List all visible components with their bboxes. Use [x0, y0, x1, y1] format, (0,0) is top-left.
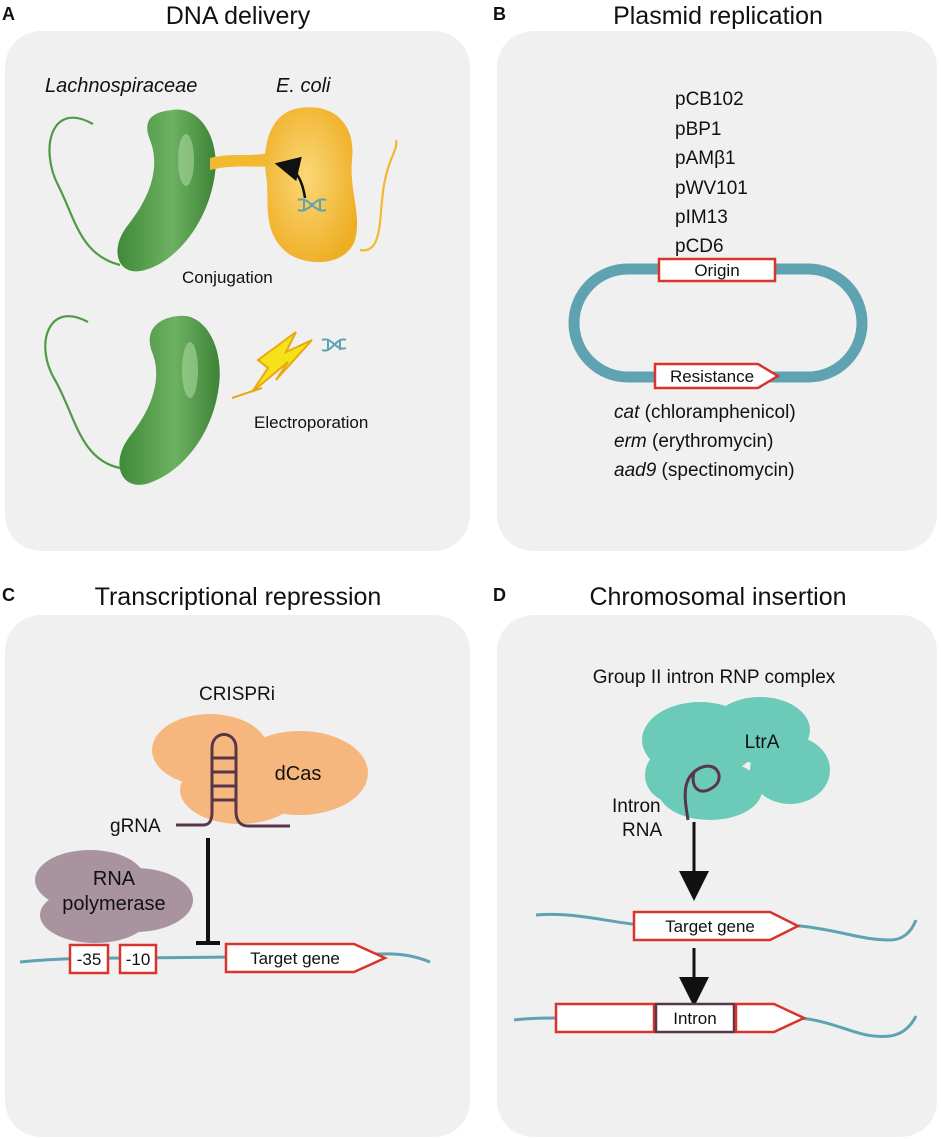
dcas-protein — [152, 714, 368, 824]
plasmid-name-5: pCD6 — [675, 236, 724, 257]
marker-line-0: cat (chloramphenicol) — [614, 402, 796, 423]
intron-rna-loop — [683, 764, 721, 821]
conjugation-label: Conjugation — [182, 268, 273, 287]
marker-gene-2: aad9 — [614, 460, 657, 481]
resistance-label: Resistance — [670, 367, 754, 386]
marker-antibiotic-0: (chloramphenicol) — [639, 402, 795, 423]
plasmid-name-1: pBP1 — [675, 119, 721, 140]
dna-helix-icon — [321, 338, 347, 352]
panel-b-diagram: pCB102 pBP1 pAMβ1 pWV101 pIM13 pCD6 Orig… — [568, 89, 868, 481]
target-gene-label: Target gene — [250, 949, 340, 968]
plasmid-name-0: pCB102 — [675, 89, 744, 110]
panel-a-background — [5, 31, 470, 551]
panel-a-diagram: Lachnospiraceae E. coli Conjugation — [44, 75, 398, 485]
lachnospiraceae-cell-top — [117, 109, 216, 272]
box-minus-35 — [68, 943, 110, 975]
panel-c-diagram: CRISPRi dCas gRNA RNA polymerase — [19, 684, 431, 975]
cell-highlight — [178, 134, 194, 186]
dna-strand-2 — [513, 1015, 918, 1039]
panel-b-background — [497, 31, 937, 551]
panel-c-letter: C — [2, 585, 15, 605]
cell-highlight — [182, 342, 198, 398]
dna-helix-icon — [297, 198, 327, 212]
box-minus-10-label: -10 — [126, 950, 151, 969]
panel-d-diagram: Group II intron RNP complex LtrA Intron … — [513, 667, 918, 1039]
marker-line-2: aad9 (spectinomycin) — [614, 460, 795, 481]
rnp-complex-label: Group II intron RNP complex — [593, 667, 836, 688]
panel-b-letter: B — [493, 4, 506, 24]
ltra-label: LtrA — [745, 732, 780, 753]
gene-right-fragment — [734, 1002, 807, 1034]
crispri-label: CRISPRi — [199, 684, 275, 705]
dna-strand-1 — [535, 912, 918, 942]
panel-a-letter: A — [2, 4, 15, 24]
rna-polymerase — [35, 850, 193, 943]
gene-left-fragment — [554, 1002, 656, 1034]
target-gene-box — [224, 942, 389, 974]
lachnospiraceae-label: Lachnospiraceae — [45, 75, 197, 97]
marker-antibiotic-2: (spectinomycin) — [656, 460, 794, 481]
polymerase-label-line1: RNA — [93, 868, 136, 890]
resistance-box — [653, 362, 781, 390]
plasmid-ring — [568, 263, 868, 383]
intron-box — [654, 1002, 736, 1034]
target-gene-box — [632, 910, 801, 942]
flagellum-green-top — [48, 116, 121, 267]
flagellum-green-bottom — [44, 315, 121, 470]
marker-line-1: erm (erythromycin) — [614, 431, 773, 452]
marker-gene-0: cat — [614, 402, 640, 423]
marker-antibiotic-1: (erythromycin) — [647, 431, 774, 452]
ltra-protein — [642, 697, 830, 820]
ecoli-label: E. coli — [276, 75, 331, 97]
panel-d-title: Chromosomal insertion — [589, 583, 847, 611]
box-minus-10 — [118, 943, 158, 975]
box-minus-35-label: -35 — [77, 950, 102, 969]
grna-structure — [176, 733, 290, 828]
transfer-arrow — [274, 156, 307, 199]
panel-b-title: Plasmid replication — [613, 2, 823, 30]
lightning-bolt-icon — [251, 331, 313, 393]
origin-label: Origin — [694, 261, 739, 280]
intron-label: Intron — [673, 1009, 716, 1028]
marker-gene-1: erm — [614, 431, 647, 452]
panel-a-title: DNA delivery — [165, 2, 311, 30]
intron-rna-label-line1: Intron — [612, 796, 661, 817]
conjugation-pilus — [210, 152, 272, 170]
origin-box — [657, 257, 777, 283]
dcas-label: dCas — [275, 763, 322, 785]
lightning-bolt-tail — [231, 387, 263, 399]
grna-label: gRNA — [110, 816, 161, 837]
electroporation-label: Electroporation — [254, 413, 368, 432]
target-gene-label: Target gene — [665, 917, 755, 936]
plasmid-name-2: pAMβ1 — [675, 148, 736, 169]
plasmid-name-3: pWV101 — [675, 178, 748, 199]
intron-rna-label-line2: RNA — [622, 820, 662, 841]
plasmid-name-4: pIM13 — [675, 207, 728, 228]
polymerase-label-line2: polymerase — [62, 893, 165, 915]
ecoli-flagellum — [359, 139, 398, 252]
ecoli-cell — [264, 107, 358, 263]
lachnospiraceae-cell-bottom — [119, 315, 220, 485]
panel-d-letter: D — [493, 585, 506, 605]
panel-d-background — [497, 615, 937, 1137]
panel-c-title: Transcriptional repression — [94, 583, 382, 611]
